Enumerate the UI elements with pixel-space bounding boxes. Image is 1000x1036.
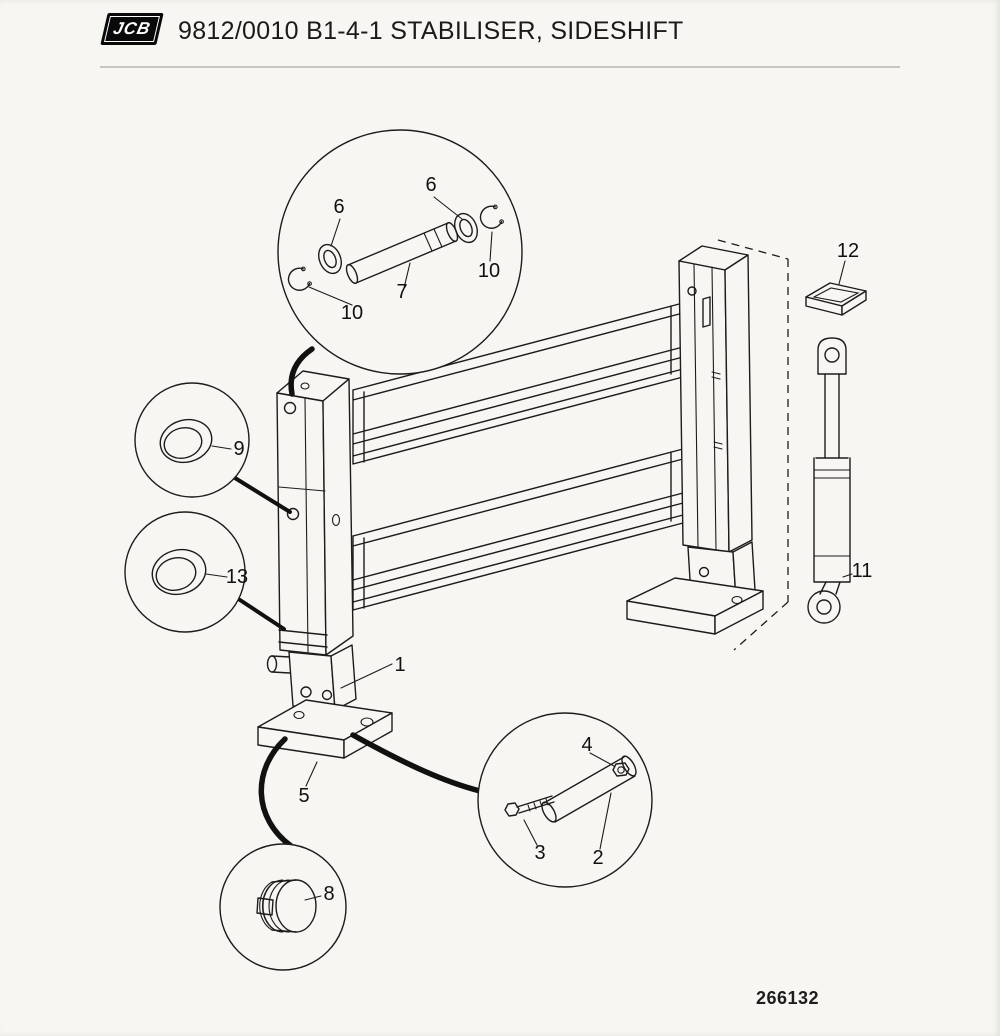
callout-13: 13 bbox=[226, 566, 248, 588]
dashed-boundary bbox=[717, 239, 789, 651]
detail-circle-cap-9 bbox=[134, 382, 250, 498]
callout-10-left: 10 bbox=[341, 302, 363, 324]
callout-2: 2 bbox=[592, 847, 603, 869]
right-leg bbox=[671, 245, 756, 601]
foot-left-part-5 bbox=[257, 699, 393, 759]
bolt-part-3 bbox=[504, 795, 555, 817]
callout-7: 7 bbox=[396, 281, 407, 303]
callout-6-left: 6 bbox=[333, 196, 344, 218]
nut-part-4 bbox=[612, 762, 630, 777]
callout-6-right: 6 bbox=[425, 174, 436, 196]
page-title: 9812/0010 B1-4-1 STABILISER, SIDESHIFT bbox=[178, 17, 684, 45]
pad-part-12 bbox=[805, 282, 867, 316]
detail-circle-pin-2-3-4 bbox=[477, 712, 653, 888]
callout-8: 8 bbox=[323, 883, 334, 905]
figure-number: 266132 bbox=[756, 988, 820, 1008]
circlip-part-10-right bbox=[479, 204, 504, 229]
detail-circle-pin-assembly bbox=[277, 129, 523, 375]
callout-3: 3 bbox=[534, 842, 545, 864]
callout-11: 11 bbox=[852, 560, 873, 582]
bush-part-6-left bbox=[317, 243, 343, 275]
callout-9: 9 bbox=[233, 438, 244, 460]
bush-part-6-right bbox=[453, 212, 479, 244]
callout-leaders bbox=[305, 260, 853, 787]
callout-1: 1 bbox=[394, 654, 405, 676]
ram-part-11 bbox=[807, 337, 851, 624]
leader-lines bbox=[233, 346, 483, 849]
callout-4: 4 bbox=[581, 734, 592, 756]
callout-10-right: 10 bbox=[478, 260, 500, 282]
foot-right bbox=[626, 577, 764, 635]
detail-circle-cap-13 bbox=[124, 511, 246, 633]
circlip-part-10-left bbox=[287, 266, 312, 291]
detail-circle-plug-8 bbox=[219, 843, 347, 971]
callout-12: 12 bbox=[837, 240, 859, 262]
callout-labels: 1 2 3 4 5 6 6 7 8 9 10 10 11 12 13 bbox=[226, 174, 873, 905]
title-divider bbox=[100, 66, 900, 68]
inner-leg-part-1 bbox=[288, 644, 357, 711]
callout-5: 5 bbox=[298, 785, 309, 807]
